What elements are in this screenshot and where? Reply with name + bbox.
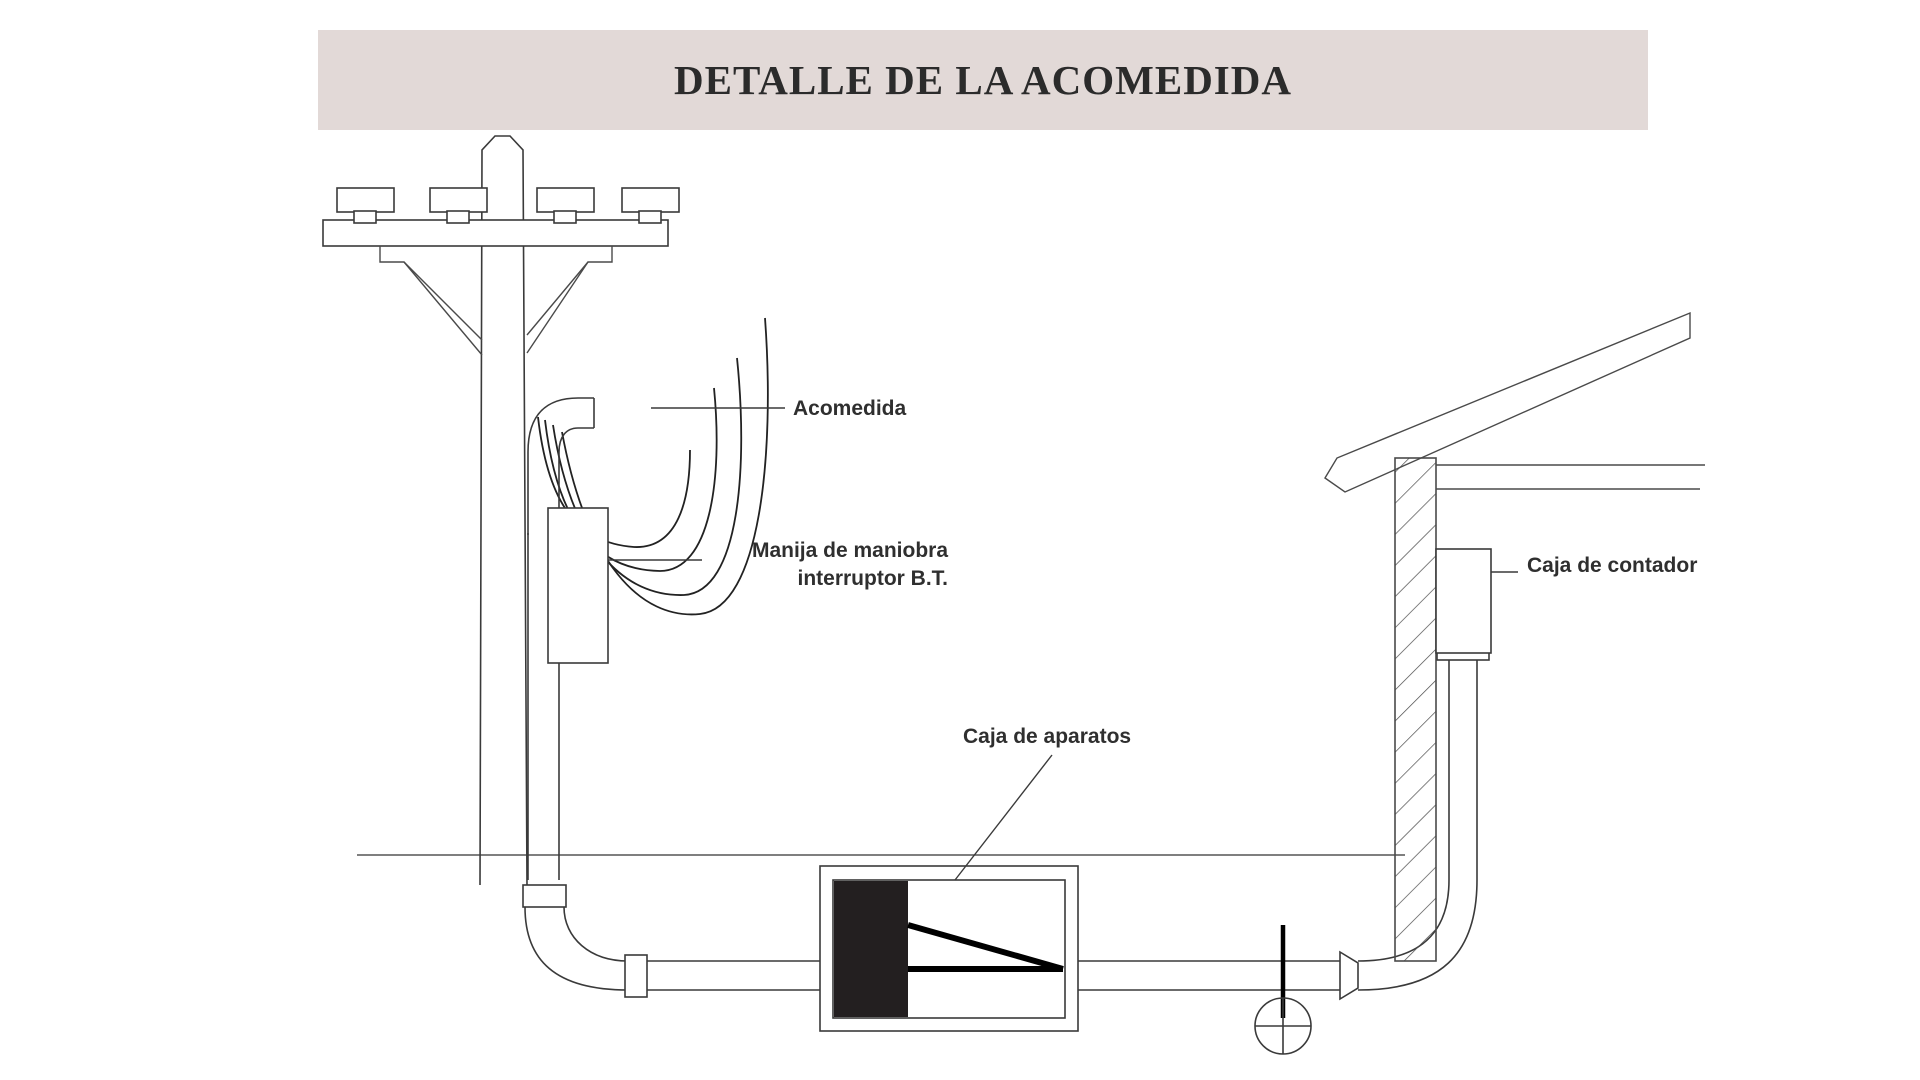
page-title: DETALLE DE LA ACOMEDIDA — [674, 57, 1292, 103]
ground-rod-electrode — [1254, 925, 1312, 1055]
title-banner: DETALLE DE LA ACOMEDIDA — [318, 30, 1648, 130]
insulator-3 — [536, 187, 595, 224]
crossarm-brace-right — [526, 246, 613, 354]
label-caja-de-aparatos: Caja de aparatos — [963, 725, 1132, 748]
label-acomedida: Acomedida — [793, 397, 907, 420]
crossarm-brace-left — [379, 246, 483, 356]
buried-conduit-left — [628, 960, 832, 991]
buried-conduit-right — [1078, 960, 1343, 991]
conduit-coupling-right — [1339, 950, 1359, 1001]
conduit-coupling-left — [624, 954, 648, 998]
label-manija-de-maniobra: Manija de maniobra interruptor B.T. — [751, 539, 948, 591]
insulator-2 — [429, 187, 488, 224]
ceiling-lines — [1436, 464, 1705, 490]
hatched-masonry-wall — [1394, 457, 1437, 962]
conduit-coupling-riser — [522, 884, 567, 908]
caja-de-contador — [1435, 548, 1492, 654]
weatherhead-conduit-elbow — [527, 397, 595, 535]
house-riser-conduit — [1448, 658, 1478, 880]
utility-pole — [479, 135, 528, 886]
crossarm — [322, 219, 669, 247]
conduit-elbow-base — [524, 906, 629, 991]
insulator-1 — [336, 187, 395, 224]
low-voltage-switch-box — [547, 507, 609, 664]
insulator-4 — [621, 187, 680, 224]
caja-de-aparatos — [819, 865, 1079, 1032]
leader-caja-aparatos — [954, 754, 1053, 881]
label-caja-de-contador: Caja de contador — [1527, 554, 1698, 577]
sloped-roof — [1324, 311, 1691, 493]
